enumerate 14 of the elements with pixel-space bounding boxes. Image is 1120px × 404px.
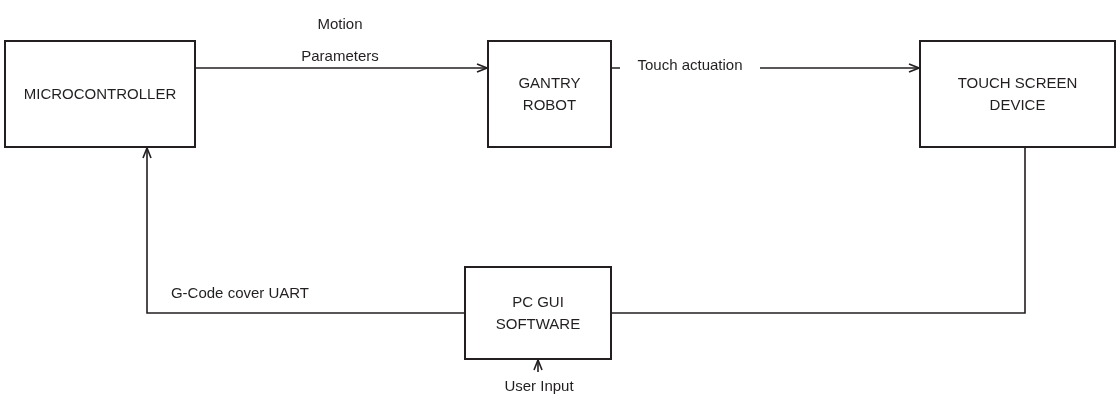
process-box: [919, 40, 1116, 148]
box-label: TOUCH SCREEN DEVICE: [956, 73, 1079, 115]
box-label: MICROCONTROLLER: [23, 84, 177, 105]
edge-label: Motion Parameters: [300, 14, 380, 66]
arrow: [195, 63, 488, 73]
process-box: [464, 266, 612, 360]
arrow: [533, 359, 543, 373]
input-label: User Input: [500, 374, 578, 396]
process-box: [4, 40, 196, 148]
connector-line: [611, 147, 1026, 314]
box-label: PC GUI SOFTWARE: [494, 292, 582, 334]
arrow: [142, 147, 465, 314]
box-label: GANTRY ROBOT: [517, 73, 582, 115]
process-box: [487, 40, 612, 148]
